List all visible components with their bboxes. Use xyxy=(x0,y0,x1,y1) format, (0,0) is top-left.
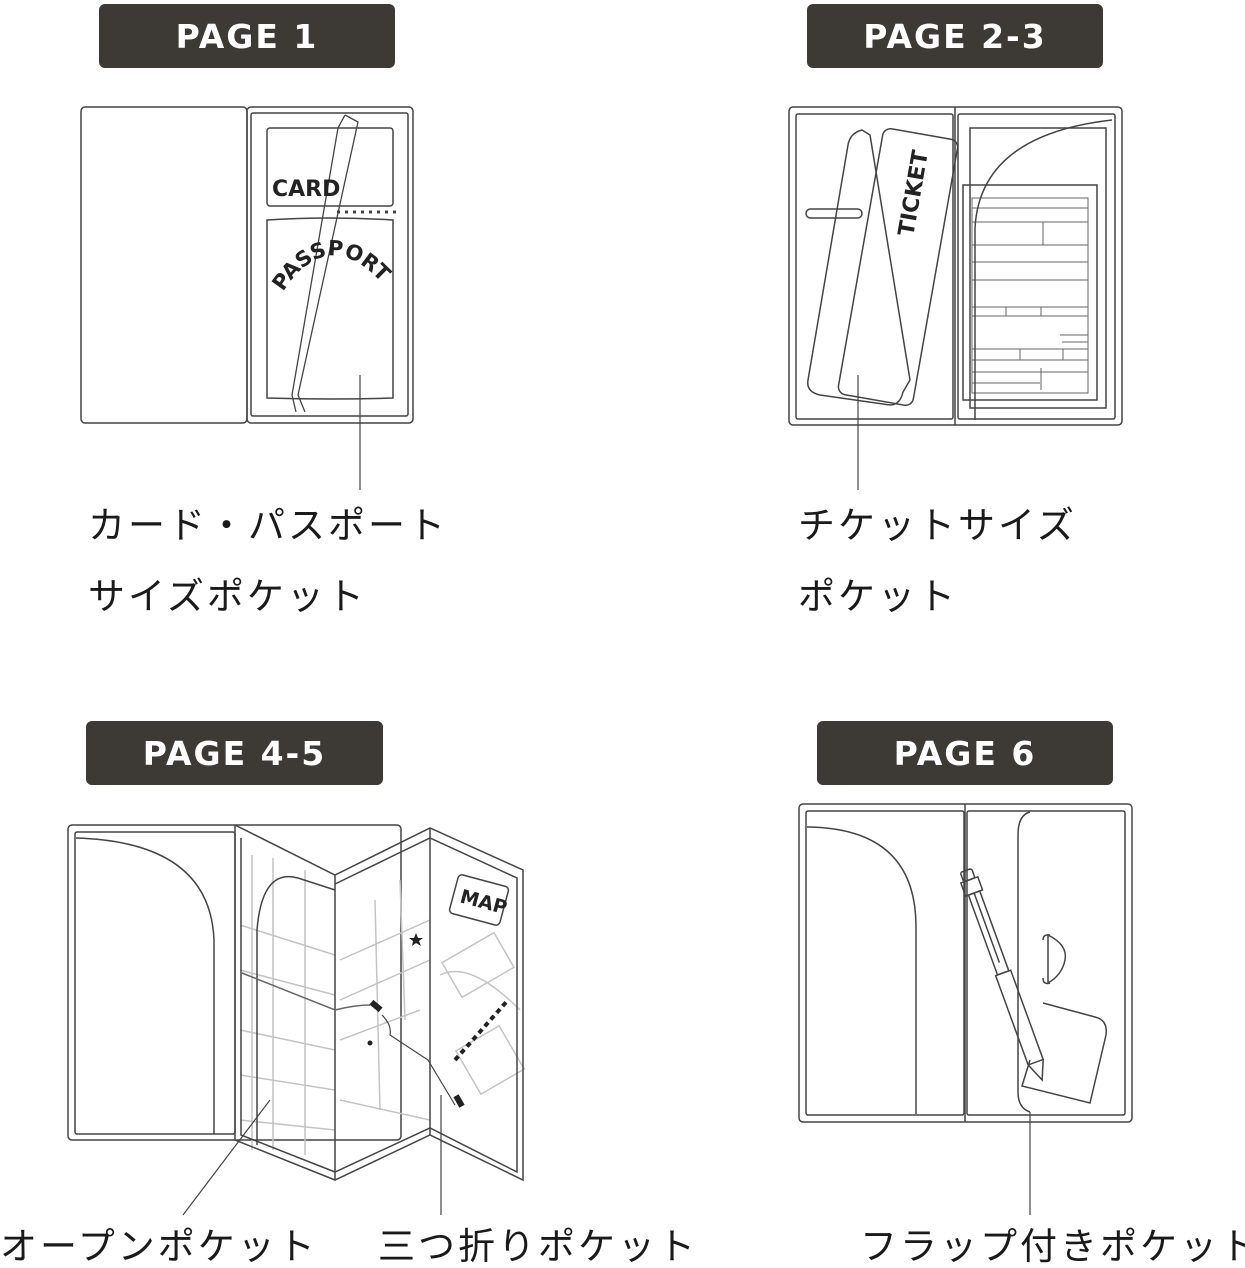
page-2-3-badge-label: PAGE 2-3 xyxy=(863,16,1047,56)
page-4-5-badge: PAGE 4-5 xyxy=(86,721,383,785)
page-1-caption-line1: カード・パスポート xyxy=(88,504,448,547)
page-1-badge: PAGE 1 xyxy=(99,4,395,68)
page-6-badge: PAGE 6 xyxy=(817,721,1113,785)
page-4-5-badge-label: PAGE 4-5 xyxy=(142,733,327,773)
page-1-caption-line2: サイズポケット xyxy=(88,575,367,618)
card-label: CARD xyxy=(272,177,340,202)
page-4-5-caption-trifold-pocket: 三つ折りポケット xyxy=(378,1225,698,1268)
page-6-badge-label: PAGE 6 xyxy=(893,733,1037,773)
page-6-caption: フラップ付きポケット xyxy=(860,1225,1245,1268)
page-2-3-caption-line2: ポケット xyxy=(798,575,958,618)
page-4-5-caption-open-pocket: オープンポケット xyxy=(0,1225,318,1268)
page-1-badge-label: PAGE 1 xyxy=(175,16,319,56)
page-2-3-caption-line1: チケットサイズ xyxy=(798,504,1077,547)
page-2-3-badge: PAGE 2-3 xyxy=(807,4,1103,68)
